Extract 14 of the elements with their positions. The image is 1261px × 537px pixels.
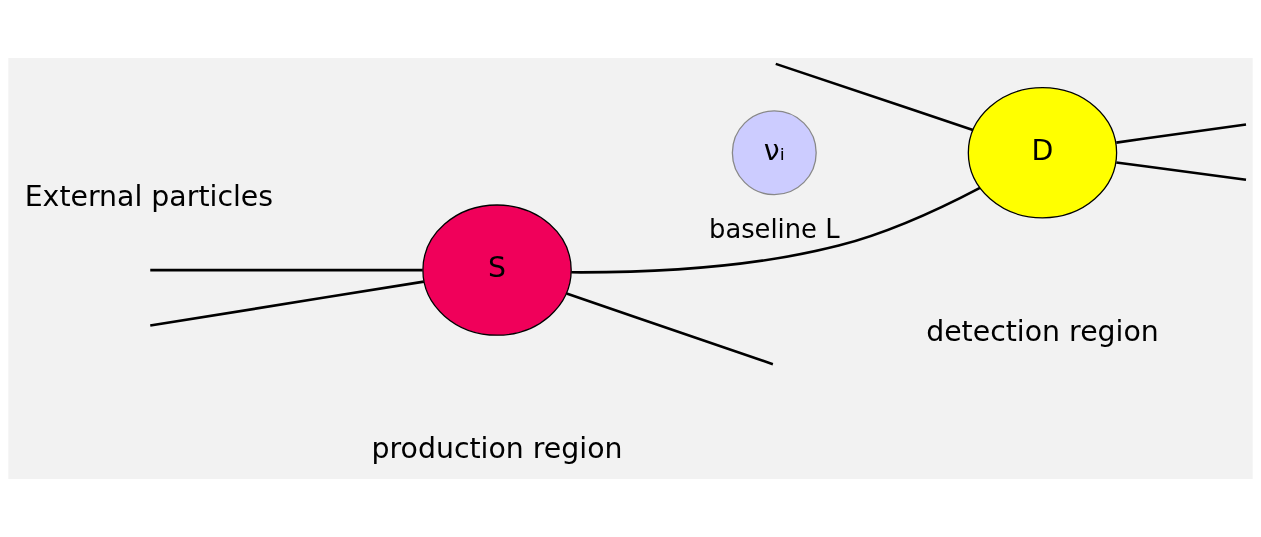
connector — [775, 62, 974, 132]
connector — [150, 268, 423, 272]
label: External particles — [24, 180, 274, 214]
node-label: detection region — [926, 314, 1159, 348]
connector — [1116, 123, 1247, 144]
node-ellipse: D — [967, 87, 1118, 219]
connector — [150, 280, 425, 327]
connector — [571, 186, 981, 274]
connector — [566, 292, 774, 366]
node-label: production region — [371, 431, 623, 465]
connector — [1116, 161, 1247, 182]
node-ellipse: S — [422, 204, 572, 336]
node-circle: νᵢ — [731, 110, 817, 196]
edge-label: baseline L — [709, 213, 840, 244]
